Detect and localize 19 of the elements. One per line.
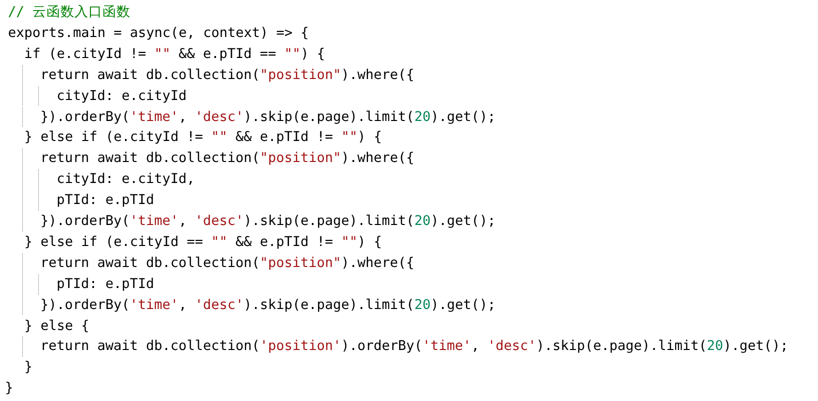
code-line: } else if (e.cityId != "" && e.pTId != "") { — [24, 128, 382, 146]
code-line: return await db.collection("position").where({ — [40, 149, 414, 168]
code-line: return await db.collection('position').orderBy('time', 'desc').skip(e.page).limit(20).get(); — [40, 337, 788, 356]
code-line: return await db.collection("position").where({ — [40, 66, 414, 84]
code-line: } — [24, 358, 32, 376]
code-line: }).orderBy('time', 'desc').skip(e.page).limit(20).get(); — [40, 296, 496, 314]
code-line: } else if (e.cityId == "" && e.pTId != "") { — [24, 232, 382, 251]
code-line: }).orderBy('time', 'desc').skip(e.page).limit(20).get(); — [40, 212, 496, 230]
code-line: pTId: e.pTId — [56, 274, 154, 293]
code-line: return await db.collection("position").where({ — [40, 254, 414, 272]
code-comment: // 云函数入口函数 — [8, 3, 130, 21]
code-line: } — [5, 379, 14, 398]
code-line: cityId: e.cityId, — [56, 170, 195, 188]
code-line: }).orderBy('time', 'desc').skip(e.page).limit(20).get(); — [40, 108, 496, 126]
code-line: exports.main = async(e, context) => { — [8, 24, 309, 42]
code-line: cityId: e.cityId — [56, 86, 187, 105]
code-line: pTId: e.pTId — [56, 191, 154, 210]
code-line: } else { — [24, 316, 90, 334]
code-line: if (e.cityId != "" && e.pTId == "") { — [24, 44, 325, 63]
